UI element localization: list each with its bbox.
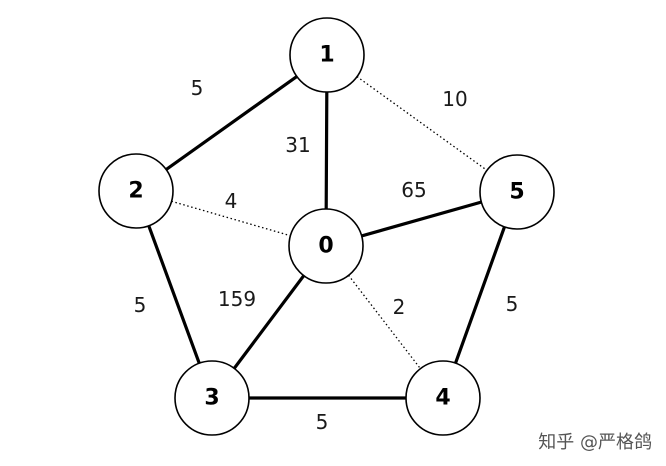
node-label-0: 0 <box>318 234 333 259</box>
edge-weight-label-2-3: 5 <box>134 293 147 317</box>
node-circle-1 <box>289 17 365 93</box>
edge-weight-label-0-5: 65 <box>401 178 426 202</box>
nodes-layer: 0 1 2 3 4 5 <box>98 17 555 436</box>
node-0: 0 <box>288 208 364 284</box>
node-3: 3 <box>174 360 250 436</box>
edge-weight-label-2-0: 4 <box>225 189 238 213</box>
node-4: 4 <box>405 360 481 436</box>
node-label-4: 4 <box>435 386 450 411</box>
node-label-3: 3 <box>204 386 219 411</box>
watermark: 知乎 @严格鸽 <box>538 432 652 453</box>
node-circle-5 <box>479 154 555 230</box>
edge-weight-label-5-4: 5 <box>506 292 519 316</box>
node-label-5: 5 <box>509 180 524 205</box>
edge-1-2 <box>134 53 329 193</box>
node-1: 1 <box>289 17 365 93</box>
node-circle-3 <box>174 360 250 436</box>
node-circle-0 <box>288 208 364 284</box>
edge-weight-label-1-2: 5 <box>191 76 204 100</box>
node-label-2: 2 <box>128 179 143 204</box>
edge-weight-label-3-4: 5 <box>316 410 329 434</box>
node-circle-4 <box>405 360 481 436</box>
node-2: 2 <box>98 153 174 229</box>
node-5: 5 <box>479 154 555 230</box>
node-circle-2 <box>98 153 174 229</box>
node-label-1: 1 <box>319 43 334 68</box>
weight-labels-layer: 5 10 31 4 65 5 159 2 5 5 <box>134 76 519 434</box>
edge-weight-label-0-3: 159 <box>218 287 256 311</box>
edge-weight-label-0-4: 2 <box>393 295 406 319</box>
edge-weight-label-1-0: 31 <box>285 133 310 157</box>
edge-weight-label-1-5: 10 <box>442 87 467 111</box>
